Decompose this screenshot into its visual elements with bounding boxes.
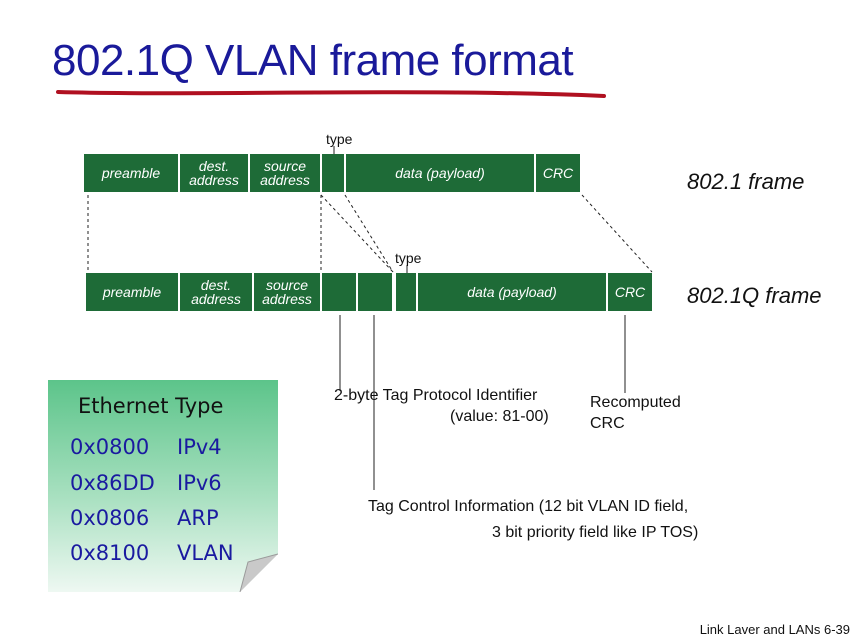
title-underline	[56, 90, 606, 98]
field-data-payload: data (payload)	[346, 154, 534, 192]
field-dest-address: dest. address	[180, 273, 252, 311]
field-source-address: source address	[254, 273, 320, 311]
type-code: 0x0806	[70, 506, 150, 530]
field-dest-line1: dest.	[198, 158, 230, 174]
field-data-payload: data (payload)	[418, 273, 606, 311]
tci-annotation-line1: Tag Control Information (12 bit VLAN ID …	[368, 498, 689, 515]
page-title: 802.1Q VLAN frame format	[52, 36, 574, 85]
type-name: IPv6	[177, 471, 222, 495]
field-tci	[358, 273, 392, 311]
field-tpid	[322, 273, 356, 311]
field-crc: CRC	[536, 154, 580, 192]
field-dest-line2: address	[189, 172, 239, 188]
tpid-annotation-line1: 2-byte Tag Protocol Identifier	[334, 387, 538, 404]
ethernet-type-title: Ethernet Type	[78, 394, 224, 418]
tpid-annotation-line2: (value: 81-00)	[450, 408, 549, 425]
type-label-8021q: type	[395, 250, 422, 266]
type-code: 0x86DD	[70, 471, 155, 495]
frame-label-8021: 802.1 frame	[687, 169, 805, 194]
field-dest-line1: dest.	[200, 277, 232, 293]
crc-annotation-line1: Recomputed	[590, 394, 681, 411]
field-source-line1: source	[263, 158, 307, 174]
slide-footer: Link Laver and LANs 6-39	[699, 622, 850, 637]
type-name: ARP	[177, 506, 219, 530]
note-background	[48, 380, 278, 592]
field-dest-address: dest. address	[180, 154, 248, 192]
field-source-line2: address	[260, 172, 310, 188]
ethernet-type-note: Ethernet Type 0x0800 IPv4 0x86DD IPv6 0x…	[48, 380, 278, 592]
frame-8021: preamble dest. address source address da…	[84, 154, 584, 192]
field-preamble: preamble	[84, 154, 178, 192]
field-type	[396, 273, 416, 311]
field-type	[322, 154, 344, 192]
field-preamble: preamble	[86, 273, 178, 311]
tci-annotation-line2: 3 bit priority field like IP TOS)	[492, 524, 699, 541]
frame-8021q: preamble dest. address source address da…	[86, 273, 654, 311]
crc-annotation-line2: CRC	[590, 415, 625, 432]
type-name: IPv4	[177, 435, 222, 459]
field-dest-line2: address	[191, 291, 241, 307]
field-source-address: source address	[250, 154, 320, 192]
type-name: VLAN	[177, 541, 234, 565]
type-code: 0x0800	[70, 435, 150, 459]
field-crc: CRC	[608, 273, 652, 311]
type-label-8021: type	[326, 131, 353, 147]
frame-label-8021q: 802.1Q frame	[687, 283, 822, 308]
field-source-line1: source	[265, 277, 309, 293]
field-source-line2: address	[262, 291, 312, 307]
type-code: 0x8100	[70, 541, 150, 565]
